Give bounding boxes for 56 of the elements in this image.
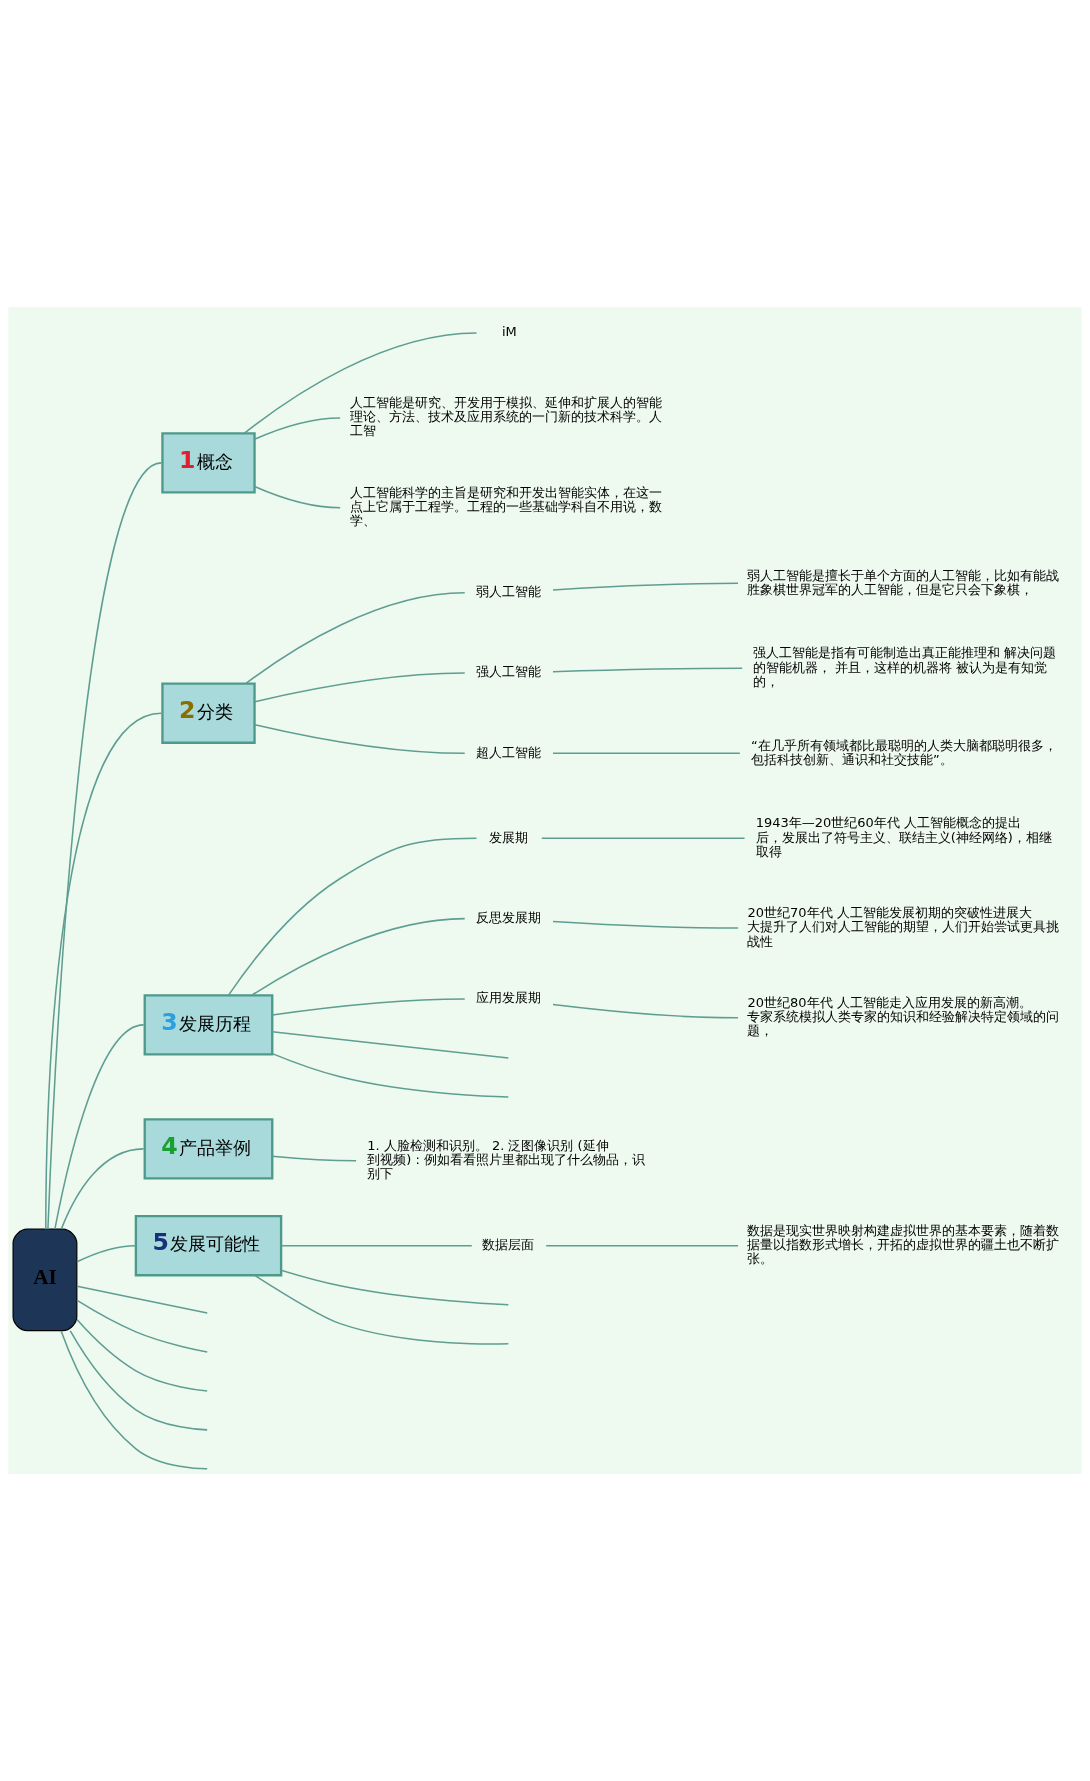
connector (54, 1024, 145, 1230)
node-text: 人工智能是研究、开发用于模拟、延伸和扩展人的智能理论、方法、技术及应用系统的一门新的技术科学。人工智 (349, 395, 662, 439)
node-text: 应用发展期 (475, 990, 541, 1006)
node-text: 发展期 (489, 829, 529, 845)
connector (60, 1330, 208, 1470)
connector (254, 672, 466, 703)
connector (280, 1244, 473, 1247)
connector (69, 1330, 208, 1431)
connector (271, 1155, 357, 1162)
connector (254, 723, 466, 755)
node-text: 强人工智能是指有可能制造出真正能推理和 解决问题的智能机器， 并且，这样的机器将 被认为是有知觉的， (752, 645, 1056, 689)
node-box: 3发展历程 (143, 994, 274, 1056)
node-box: AI (12, 1228, 78, 1332)
connector (552, 582, 739, 591)
node-box: 4产品举例 (143, 1118, 274, 1180)
node-text: 1943年—20世纪60年代 人工智能概念的提出后，发展出了符号主义、联结主义(神经网络)，相继取得 (755, 815, 1052, 859)
node-box: 1概念 (161, 432, 256, 494)
connector (245, 591, 466, 685)
connector (227, 837, 478, 996)
node-text: 弱人工智能 (475, 584, 541, 600)
connector (552, 920, 739, 929)
connector (552, 752, 741, 755)
connector (271, 1031, 510, 1059)
connector (552, 667, 743, 673)
connector (253, 417, 341, 440)
connector (552, 1003, 739, 1019)
connector (60, 1148, 145, 1230)
connector (76, 1244, 137, 1263)
node-text: 人工智能科学的主旨是研究和开发出智能实体，在这一点上它属于工程学。工程的一些基础学科自不用说，数学、 (349, 484, 662, 529)
connector (545, 1244, 739, 1247)
node-text: 1. 人脸检测和识别。 2. 泛图像识别 (延伸到视频) : 例如看看照片里都出现了什么物品，识别下 (367, 1137, 645, 1182)
connector (76, 1299, 208, 1353)
node-box: 5发展可能性 (134, 1215, 283, 1277)
node-box: 2分类 (161, 682, 256, 744)
connector (47, 462, 163, 1230)
connector (45, 712, 163, 1230)
connector (250, 917, 466, 997)
node-text: 弱人工智能是擅长于单个方面的人工智能，比如有能战胜象棋世界冠军的人工智能，但是它只会下象棋， (747, 567, 1060, 597)
node-text: 强人工智能 (475, 664, 541, 680)
node-text: 超人工智能 (475, 744, 541, 760)
connector (271, 1052, 510, 1098)
connector (271, 998, 466, 1016)
connector (253, 1274, 510, 1345)
node-text: 反思发展期 (475, 909, 541, 925)
connector (76, 1318, 208, 1392)
connector (76, 1285, 208, 1314)
connector (280, 1269, 510, 1306)
node-text: 数据层面 (482, 1237, 535, 1252)
node-text: 20世纪70年代 人工智能发展初期的突破性进展大大提升了人们对人工智能的期望，人们开始尝试更具挑战性 (747, 905, 1060, 949)
node-text: “在几乎所有领域都比最聪明的人类大脑都聪明很多，包括科技创新、通识和社交技能”。 (751, 737, 1057, 767)
connector (541, 837, 746, 840)
connector (243, 332, 478, 434)
node-text: iM (501, 324, 517, 340)
node-text: 数据是现实世界映射构建虚拟世界的基本要素，随着数据量以指数形式增长，开拓的虚拟世界的疆土也不断扩张。 (747, 1222, 1060, 1267)
connector (253, 485, 341, 509)
node-text: 20世纪80年代 人工智能走入应用发展的新高潮。专家系统模拟人类专家的知识和经验解决特定领域的问题， (747, 994, 1060, 1039)
